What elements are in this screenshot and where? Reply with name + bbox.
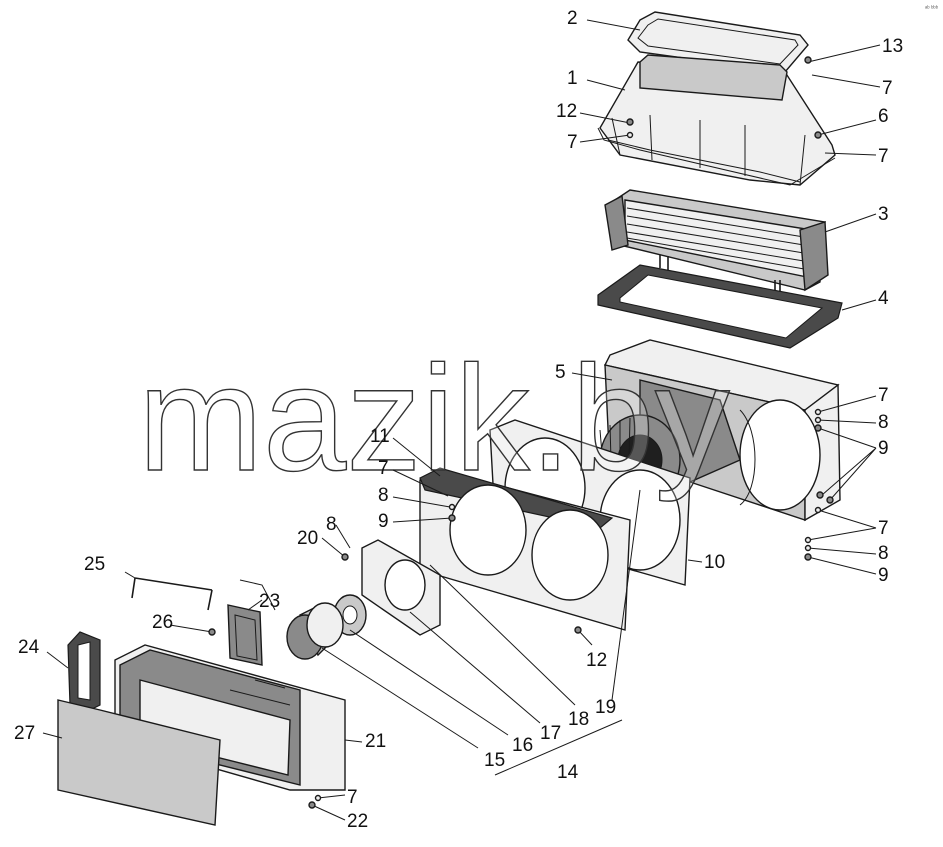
front-gasket-plate-part <box>419 467 631 631</box>
label-12-top: 12 <box>556 101 577 122</box>
label-6: 6 <box>878 106 889 127</box>
label-25: 25 <box>84 554 105 575</box>
heater-core-part <box>604 189 829 318</box>
electric-motor-part <box>286 602 344 660</box>
label-9-lower-right: 9 <box>878 565 889 586</box>
label-20: 20 <box>297 528 318 549</box>
label-7-housing-left: 7 <box>567 132 578 153</box>
label-2: 2 <box>567 8 578 29</box>
filter-strip-part <box>227 579 276 666</box>
label-21: 21 <box>365 731 386 752</box>
label-17: 17 <box>540 723 561 744</box>
label-7-left: 7 <box>378 458 389 479</box>
label-22: 22 <box>347 811 368 832</box>
label-16: 16 <box>512 735 533 756</box>
label-7-bottom: 7 <box>347 787 358 808</box>
label-5: 5 <box>555 362 566 383</box>
label-9-fan-box: 9 <box>878 438 889 459</box>
motor-bracket-part <box>361 539 441 636</box>
label-10: 10 <box>704 552 725 573</box>
label-19: 19 <box>595 697 616 718</box>
label-14: 14 <box>557 762 579 783</box>
part-labels: 2 1 12 7 13 7 6 7 3 4 5 7 8 9 7 8 9 10 1… <box>14 8 903 832</box>
label-4: 4 <box>878 288 889 309</box>
corner-mark: ᵃᵇ ᵇᵇᵇ <box>925 5 939 12</box>
label-23: 23 <box>259 591 280 612</box>
label-15: 15 <box>484 750 505 771</box>
label-8-fan-box: 8 <box>878 412 889 433</box>
rod-bracket-part <box>131 577 213 611</box>
label-7-housing-right: 7 <box>878 146 889 167</box>
seal-strip-part <box>67 631 101 711</box>
gasket-top-part <box>627 11 809 73</box>
flat-gasket-part <box>597 264 843 349</box>
upper-housing-part <box>597 54 836 186</box>
label-26: 26 <box>152 612 173 633</box>
label-13: 13 <box>882 36 903 57</box>
leader-lines <box>42 19 881 821</box>
label-7-fan-box: 7 <box>878 385 889 406</box>
fasteners <box>208 56 834 809</box>
label-7-top-right: 7 <box>882 78 893 99</box>
label-8-lower-right: 8 <box>878 543 889 564</box>
label-3: 3 <box>878 204 889 225</box>
label-9-left: 9 <box>378 511 389 532</box>
label-1: 1 <box>567 68 578 89</box>
label-24: 24 <box>18 637 40 658</box>
label-12-bottom: 12 <box>586 650 607 671</box>
label-18: 18 <box>568 709 589 730</box>
label-27: 27 <box>14 723 35 744</box>
label-8-left: 8 <box>378 485 389 506</box>
label-11: 11 <box>370 426 390 447</box>
front-panel-part <box>57 699 221 826</box>
label-7-lower-right: 7 <box>878 518 889 539</box>
watermark: mazik.by <box>138 334 730 502</box>
label-8-bracket: 8 <box>326 514 337 535</box>
